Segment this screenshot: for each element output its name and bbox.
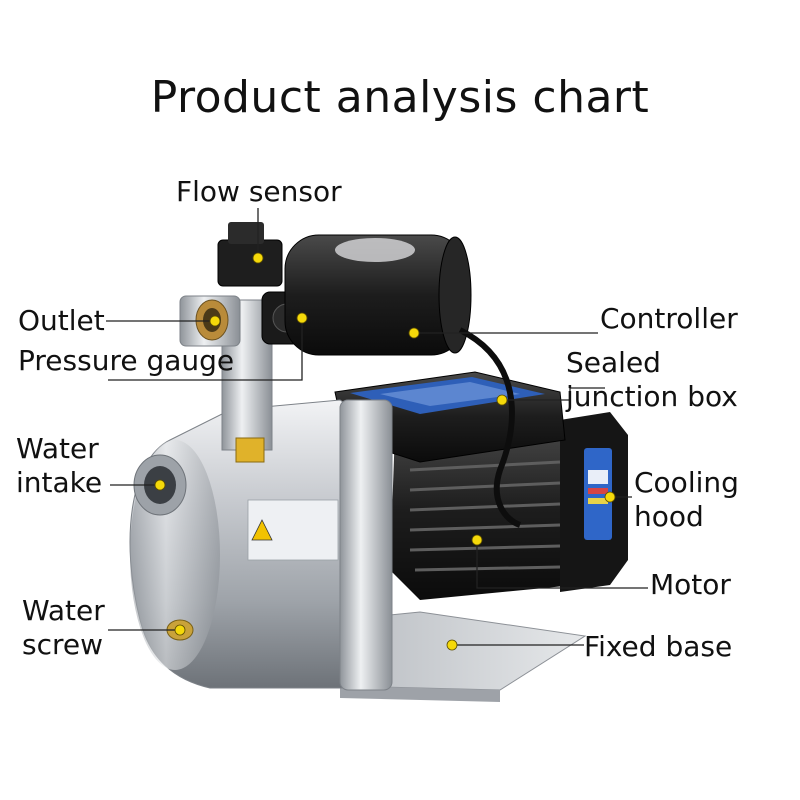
fixed-base-marker [446,639,458,651]
water-screw-label-line2: screw [22,628,104,661]
motor-label: Motor [650,568,731,601]
outlet-marker [209,315,221,327]
markers [154,252,616,651]
motor-marker [471,534,483,546]
flow-sensor-label: Flow sensor [176,175,342,208]
water-intake-marker [154,479,166,491]
water-intake-label-line2: intake [16,466,103,499]
junction-box-label-line1: Sealed [566,346,661,379]
cooling-hood-marker [604,491,616,503]
cooling-hood-part [560,412,628,592]
cooling-hood-label-line1: Cooling [634,466,739,499]
junction-box-marker [496,394,508,406]
motor-part [390,420,600,600]
cooling-hood-label-line2: hood [634,500,704,533]
leader-lines [106,208,648,646]
controller-label: Controller [600,302,738,335]
pressure-gauge-label: Pressure gauge [18,344,235,377]
flow-sensor-part [217,222,283,287]
water-screw-marker [174,624,186,636]
water-screw-label-line1: Water [22,594,105,627]
pump-housing-part [129,399,393,691]
outlet-label: Outlet [18,304,105,337]
controller-marker [408,327,420,339]
fixed-base-label: Fixed base [584,630,733,663]
water-intake-label-line1: Water [16,432,99,465]
page-title: Product analysis chart [150,72,650,123]
flow-sensor-marker [252,252,264,264]
outlet-part [179,295,273,463]
pressure-gauge-marker [296,312,308,324]
junction-box-label-line2: junction box [566,380,738,413]
controller-part [284,234,522,528]
